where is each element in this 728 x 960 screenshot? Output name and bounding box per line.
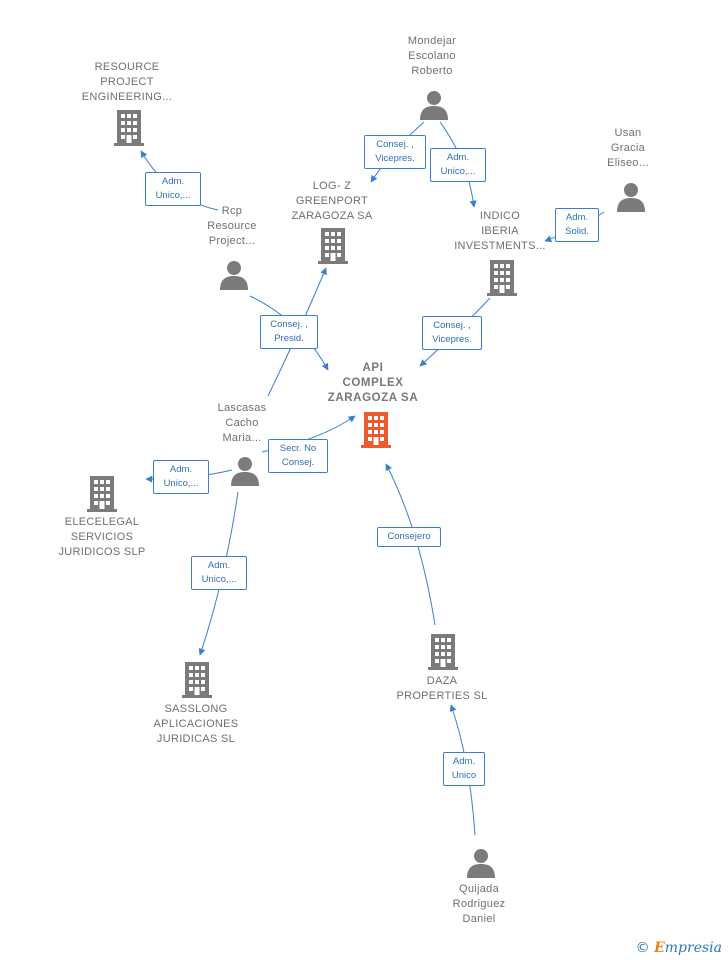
edge-label-lascasas-elecelegal[interactable]: Adm. Unico,...	[153, 460, 209, 494]
resource-building-icon[interactable]	[114, 110, 144, 146]
quijada-person-icon[interactable]	[467, 849, 495, 878]
edge-label-mondejar-indico[interactable]: Adm. Unico,...	[430, 148, 486, 182]
logz-building-icon[interactable]	[318, 228, 348, 264]
edge-label-daza-api[interactable]: Consejero	[377, 527, 441, 547]
copyright-symbol: ©	[635, 940, 650, 956]
sasslong-building-icon[interactable]	[182, 662, 212, 698]
empresia-logo: © Empresia	[636, 940, 722, 956]
lascasas-label[interactable]: Lascasas Cacho Maria...	[217, 402, 267, 444]
logz-label[interactable]: LOG- Z GREENPORT ZARAGOZA SA	[291, 180, 373, 222]
elecelegal-building-icon[interactable]	[87, 476, 117, 512]
mondejar-label[interactable]: Mondejar Escolano Roberto	[407, 35, 457, 77]
rcp-person-icon[interactable]	[220, 261, 248, 290]
elecelegal-label[interactable]: ELECELEGAL SERVICIOS JURIDICOS SLP	[58, 516, 146, 558]
usan-person-icon[interactable]	[617, 183, 645, 212]
api-label[interactable]: API COMPLEX ZARAGOZA SA	[327, 362, 419, 404]
quijada-label[interactable]: Quijada Rodriguez Daniel	[452, 883, 506, 925]
api-building-icon[interactable]	[361, 412, 391, 448]
rcp-label[interactable]: Rcp Resource Project...	[207, 205, 257, 247]
brand-initial: E	[654, 940, 665, 956]
edge-label-usan-indico[interactable]: Adm. Solid.	[555, 208, 599, 242]
indico-building-icon[interactable]	[487, 260, 517, 296]
indico-label[interactable]: INDICO IBERIA INVESTMENTS...	[454, 210, 546, 252]
lascasas-person-icon[interactable]	[231, 457, 259, 486]
daza-label[interactable]: DAZA PROPERTIES SL	[396, 675, 488, 702]
edge-label-mondejar-logz[interactable]: Consej. , Vicepres.	[364, 135, 426, 169]
edge-label-quijada-daza[interactable]: Adm. Unico	[443, 752, 485, 786]
brand-name: mpresia	[664, 940, 722, 956]
sasslong-label[interactable]: SASSLONG APLICACIONES JURIDICAS SL	[153, 703, 239, 745]
resource-label[interactable]: RESOURCE PROJECT ENGINEERING...	[81, 61, 173, 103]
edge-label-rcp-resource[interactable]: Adm. Unico,...	[145, 172, 201, 206]
mondejar-person-icon[interactable]	[420, 91, 448, 120]
edge-label-indico-api[interactable]: Consej. , Vicepres.	[422, 316, 482, 350]
edge-label-lascasas-sasslong[interactable]: Adm. Unico,...	[191, 556, 247, 590]
daza-building-icon[interactable]	[428, 634, 458, 670]
usan-label[interactable]: Usan Gracia Eliseo...	[607, 127, 649, 169]
edge-label-rcp-api[interactable]: Consej. , Presid.	[260, 315, 318, 349]
edge-label-lascasas-api[interactable]: Secr. No Consej.	[268, 439, 328, 473]
